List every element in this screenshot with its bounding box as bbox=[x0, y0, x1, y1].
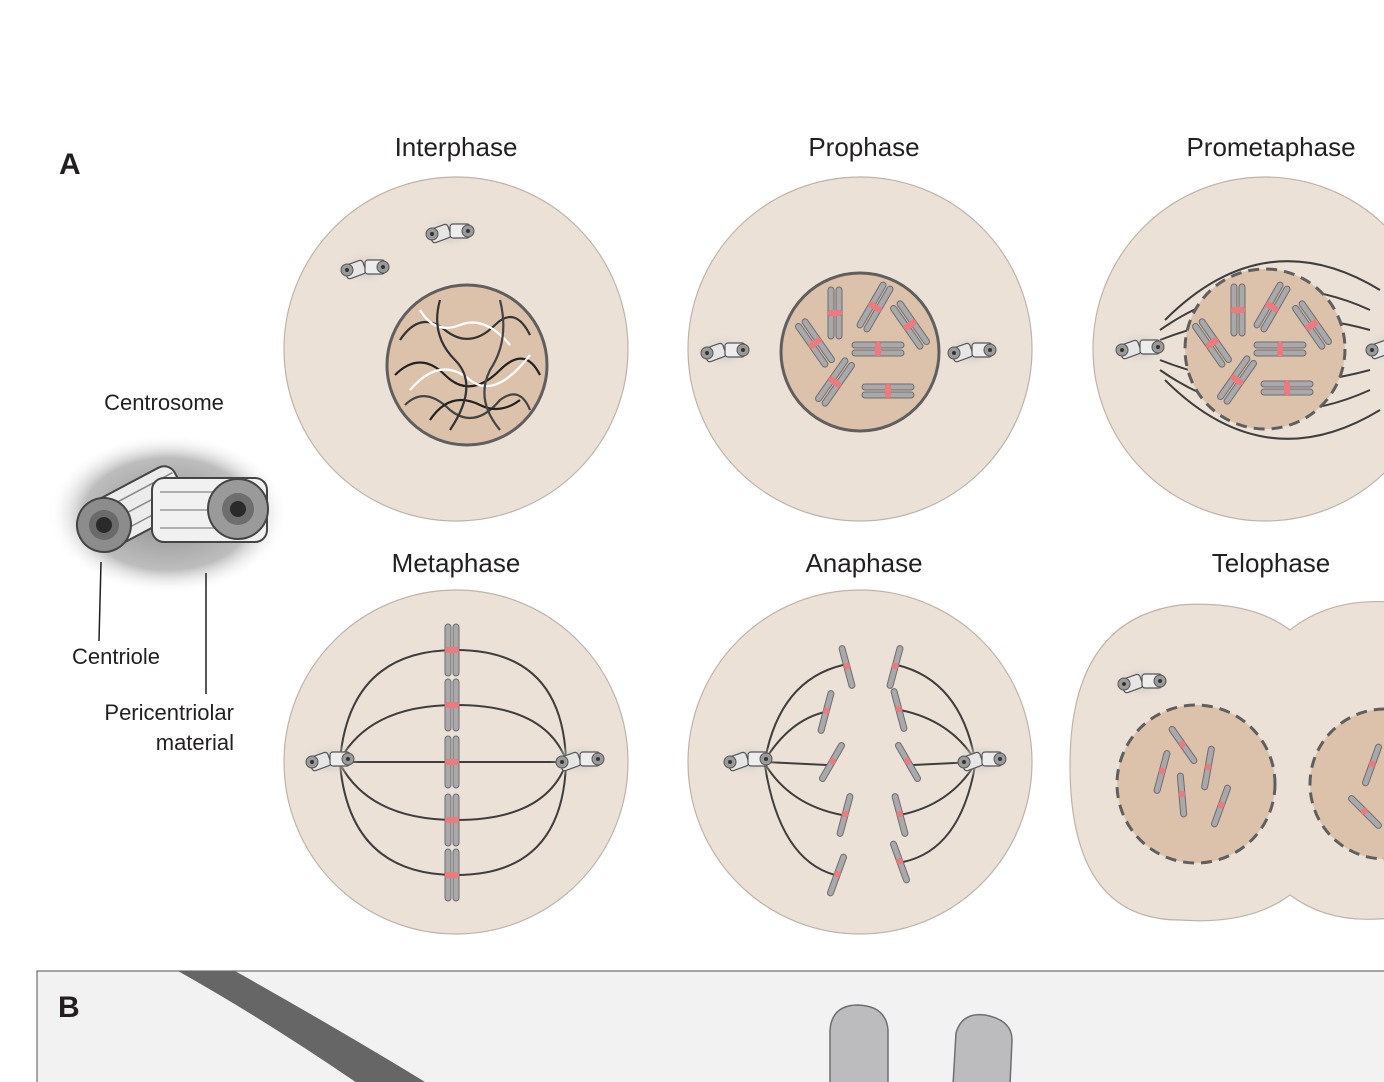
anaphase-cell bbox=[687, 589, 1033, 935]
prophase-cell bbox=[687, 176, 1033, 522]
centriole-label: Centriole bbox=[72, 644, 160, 669]
centriole-right bbox=[151, 477, 269, 543]
metaphase-cell bbox=[283, 589, 629, 935]
title-metaphase: Metaphase bbox=[392, 548, 521, 578]
centrosome-label: Centrosome bbox=[104, 390, 224, 415]
panel-b: B bbox=[36, 970, 1384, 1082]
title-prophase: Prophase bbox=[808, 132, 919, 162]
microtubule-band bbox=[178, 971, 426, 1082]
title-prometaphase: Prometaphase bbox=[1186, 132, 1355, 162]
panel-b-label: B bbox=[58, 991, 80, 1024]
chromatin bbox=[394, 299, 541, 431]
telophase-cell bbox=[1069, 600, 1384, 922]
pcm-label-line2: material bbox=[156, 730, 234, 755]
title-telophase: Telophase bbox=[1212, 548, 1331, 578]
chromatid-left bbox=[829, 1004, 889, 1082]
panel-a-label: A bbox=[59, 148, 81, 181]
interphase-cell bbox=[283, 176, 629, 522]
chromatid-right bbox=[952, 1013, 1013, 1082]
pcm-label-line1: Pericentriolar bbox=[104, 700, 234, 725]
centrosome-detail: Centrosome Centriole Pericentriolar mate… bbox=[48, 390, 288, 755]
title-interphase: Interphase bbox=[395, 132, 518, 162]
title-anaphase: Anaphase bbox=[805, 548, 922, 578]
prometaphase-cell bbox=[1092, 176, 1384, 522]
